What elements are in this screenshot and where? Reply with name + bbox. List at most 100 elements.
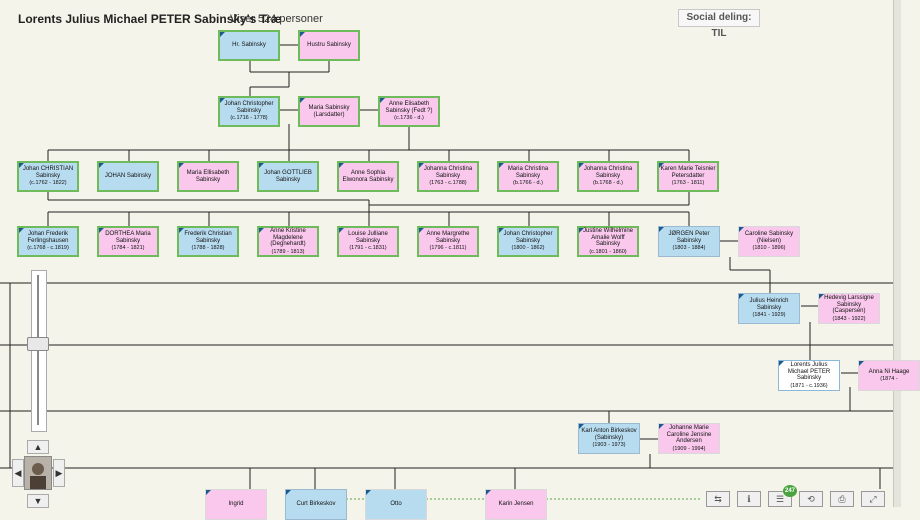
person-name: Anne Margrethe Sabinsky <box>426 231 470 244</box>
person-card-h10[interactable]: Caroline Sabinsky (Nielsen)(1810 - 1896) <box>738 226 800 257</box>
person-card-k1[interactable]: Lorents Julius Michael PETER Sabinsky(18… <box>778 360 840 391</box>
fullscreen-icon[interactable]: ⤢ <box>861 491 885 507</box>
person-card-h9[interactable]: JØRGEN Peter Sabinsky(1803 - 1884) <box>658 226 720 257</box>
person-card-g4[interactable]: Johan GOTTLIEB Sabinsky <box>257 161 319 192</box>
person-name: Johan Christopher Sabinsky <box>503 231 553 244</box>
tree-icon[interactable]: ⇆ <box>706 491 730 507</box>
person-card-h8[interactable]: Justine Wilhelmine Amalie Wolff Sabinsky… <box>577 226 639 257</box>
person-name: DORTHEA Maria Sabinsky <box>105 231 151 244</box>
person-name: Louise Julliane Sabinsky <box>348 231 388 244</box>
person-name: Maria Ellisabeth Sabinsky <box>186 170 230 183</box>
person-dates: (1874 - <box>880 376 898 382</box>
person-card-j2[interactable]: Hedevig Larssigne Sabinsky (Caspersen)(1… <box>818 293 880 324</box>
person-dates: (1788 - 1828) <box>191 245 225 252</box>
person-name: Curt Birkeskov <box>296 501 336 508</box>
pan-left-button[interactable]: ◀ <box>12 459 24 487</box>
person-name: Johan CHRISTIAN Sabinsky <box>22 166 74 179</box>
person-card-g9[interactable]: Karen Marie Teisnier Petersdatter(1763 -… <box>657 161 719 192</box>
person-card-m3[interactable]: Otto <box>365 489 427 520</box>
social-sharing-toggle[interactable]: Social deling: TIL <box>678 9 760 39</box>
person-card-h1[interactable]: Johan Frederik Ferlingshausen(c.1768 - c… <box>17 226 79 257</box>
pan-up-button[interactable]: ▲ <box>27 440 49 454</box>
person-card-p5[interactable]: Anne Elisabeth Sabinsky (Fedt ?)(c.1736 … <box>378 96 440 127</box>
person-dates: (c.1716 - 1778) <box>230 115 268 122</box>
person-card-h4[interactable]: Anne Kristine Magdelene (Degnehardt)(178… <box>257 226 319 257</box>
notification-badge: 247 <box>783 485 797 497</box>
person-dates: (1784 - 1821) <box>111 245 145 252</box>
person-name: Caroline Sabinsky (Nielsen) <box>744 231 794 244</box>
person-card-m1[interactable]: Ingrid <box>205 489 267 520</box>
person-dates: (c.1801 - 1860) <box>589 248 627 255</box>
person-name: Johan Christopher Sabinsky <box>224 101 274 114</box>
person-card-p2[interactable]: Hustru Sabinsky <box>298 30 360 61</box>
person-card-m2[interactable]: Curt Birkeskov <box>285 489 347 520</box>
person-card-h7[interactable]: Johan Christopher Sabinsky(1800 - 1862) <box>497 226 559 257</box>
history-icon[interactable]: ⟲ <box>799 491 823 507</box>
person-dates: (b.1766 - d.) <box>513 180 543 187</box>
person-name: Maria Sabinsky (Larsdatter) <box>308 105 350 118</box>
person-name: Johan Frederik Ferlingshausen <box>27 231 69 244</box>
print-icon[interactable]: ⎙ <box>830 491 854 507</box>
person-dates: (1796 - c.1811) <box>429 245 467 252</box>
person-name: Anne Sophia Elwonora Sabinsky <box>342 170 394 183</box>
person-photo-icon <box>25 457 51 489</box>
person-card-p3[interactable]: Johan Christopher Sabinsky(c.1716 - 1778… <box>218 96 280 127</box>
person-name: Karin Jensen <box>498 501 534 508</box>
person-card-g3[interactable]: Maria Ellisabeth Sabinsky <box>177 161 239 192</box>
zoom-slider-thumb[interactable] <box>27 337 49 351</box>
person-card-l2[interactable]: Johanne Marie Caroline Jensine Andersen(… <box>658 423 720 454</box>
person-name: Karl Anton Birkeskov (Sabinsky) <box>581 428 637 441</box>
pan-down-button[interactable]: ▼ <box>27 494 49 508</box>
person-card-h6[interactable]: Anne Margrethe Sabinsky(1796 - c.1811) <box>417 226 479 257</box>
person-card-j1[interactable]: Julius Heinrich Sabinsky(1841 - 1929) <box>738 293 800 324</box>
person-card-g7[interactable]: Maria Christina Sabinsky(b.1766 - d.) <box>497 161 559 192</box>
person-card-l1[interactable]: Karl Anton Birkeskov (Sabinsky)(1903 - 1… <box>578 423 640 454</box>
person-card-g5[interactable]: Anne Sophia Elwonora Sabinsky <box>337 161 399 192</box>
person-name: Anna Ni Haage <box>868 368 910 375</box>
person-name: JOHAN Sabinsky <box>104 173 152 180</box>
person-name: Johanna Christina Sabinsky <box>423 166 473 179</box>
person-dates: (1810 - 1896) <box>752 245 786 252</box>
person-name: Johan GOTTLIEB Sabinsky <box>264 170 312 183</box>
home-person-photo[interactable] <box>24 456 52 490</box>
info-icon[interactable]: ℹ <box>737 491 761 507</box>
person-card-h2[interactable]: DORTHEA Maria Sabinsky(1784 - 1821) <box>97 226 159 257</box>
person-dates: (1841 - 1929) <box>752 312 786 319</box>
person-name: Lorents Julius Michael PETER Sabinsky <box>787 362 831 381</box>
person-name: Frederik Christian Sabinsky <box>184 231 232 244</box>
person-name: Hedevig Larssigne Sabinsky (Caspersen) <box>824 295 874 314</box>
person-name: Justine Wilhelmine Amalie Wolff Sabinsky <box>582 228 634 247</box>
person-card-m4[interactable]: Karin Jensen <box>485 489 547 520</box>
person-name: Anne Elisabeth Sabinsky (Fedt ?) <box>385 101 433 114</box>
person-card-p1[interactable]: Hr. Sabinsky <box>218 30 280 61</box>
person-card-k2[interactable]: Anna Ni Haage(1874 - <box>858 360 920 391</box>
person-card-h3[interactable]: Frederik Christian Sabinsky(1788 - 1828) <box>177 226 239 257</box>
person-dates: (1763 - 1811) <box>671 180 705 187</box>
person-card-g2[interactable]: JOHAN Sabinsky <box>97 161 159 192</box>
tree-title: Lorents Julius Michael PETER Sabinsky's … <box>18 12 282 26</box>
person-name: Maria Christina Sabinsky <box>507 166 549 179</box>
person-dates: (1871 - c.1936) <box>790 382 828 389</box>
person-card-g1[interactable]: Johan CHRISTIAN Sabinsky(c.1762 - 1822) <box>17 161 79 192</box>
person-card-g8[interactable]: Johanna Christina Sabinsky(b.1768 - d.) <box>577 161 639 192</box>
person-dates: (c.1762 - 1822) <box>29 180 67 187</box>
person-name: Johanne Marie Caroline Jensine Andersen <box>666 425 712 444</box>
right-scrollbar[interactable] <box>893 0 901 507</box>
pan-right-button[interactable]: ▶ <box>53 459 65 487</box>
person-dates: (1789 - 1813) <box>271 248 305 255</box>
person-dates: (c.1736 - d.) <box>394 115 424 122</box>
person-dates: (1800 - 1862) <box>511 245 545 252</box>
person-name: Julius Heinrich Sabinsky <box>749 298 789 311</box>
person-name: Otto <box>390 501 402 508</box>
person-dates: (1909 - 1994) <box>672 445 706 452</box>
person-dates: (b.1768 - d.) <box>593 180 623 187</box>
person-count: Viser 524 personer <box>230 13 323 25</box>
person-card-p4[interactable]: Maria Sabinsky (Larsdatter) <box>298 96 360 127</box>
person-card-h5[interactable]: Louise Julliane Sabinsky(1791 - c.1831) <box>337 226 399 257</box>
person-dates: (1763 - c.1788) <box>429 180 467 187</box>
person-dates: (1903 - 1973) <box>592 442 626 449</box>
person-card-g6[interactable]: Johanna Christina Sabinsky(1763 - c.1788… <box>417 161 479 192</box>
person-name: Hr. Sabinsky <box>232 42 266 49</box>
zoom-slider[interactable] <box>31 270 47 432</box>
